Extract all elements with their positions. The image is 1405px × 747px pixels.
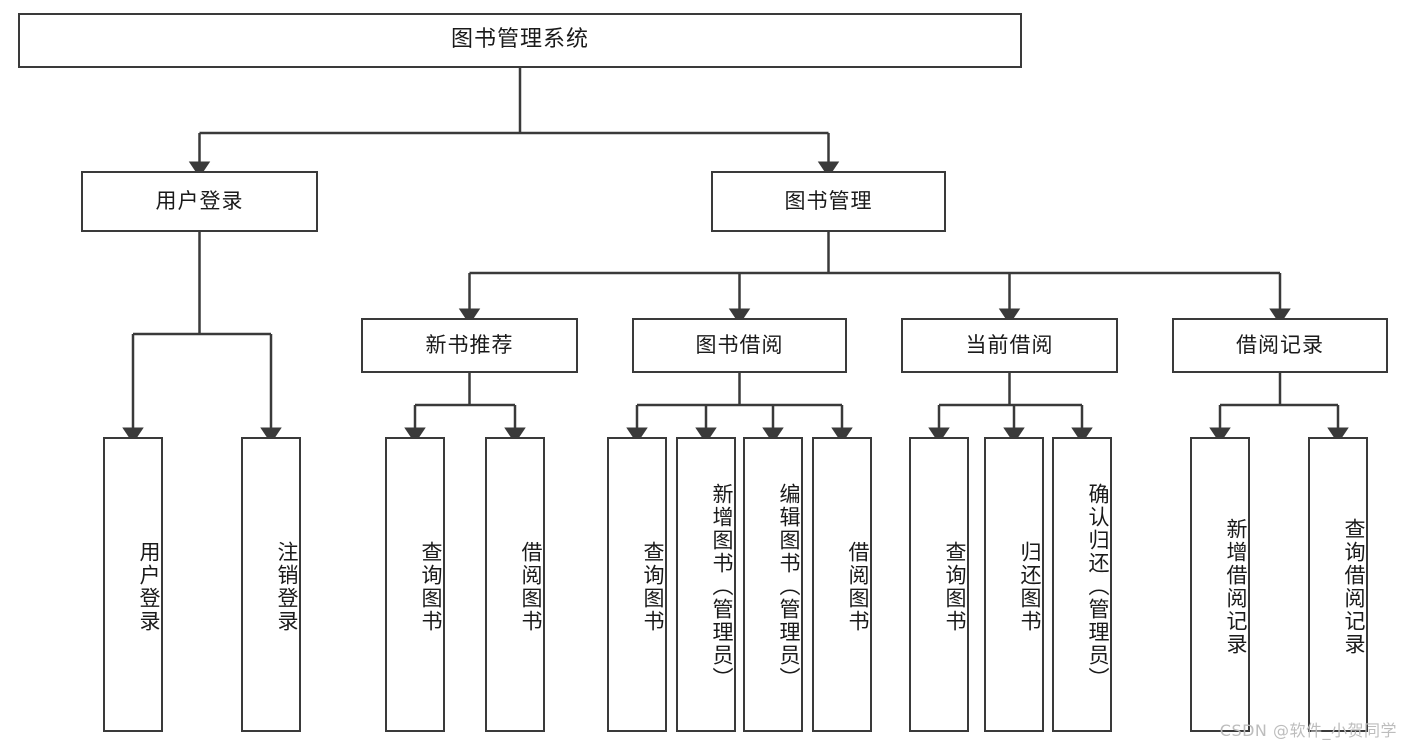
node-leaf-query-book-1: 查询图书: [385, 437, 445, 732]
node-label: 新增图书（管理员）: [710, 483, 734, 690]
node-user-login: 用户登录: [81, 171, 318, 232]
node-label: 查询图书: [943, 540, 967, 633]
node-root: 图书管理系统: [18, 13, 1022, 68]
node-book-manage: 图书管理: [711, 171, 946, 232]
node-borrow-record: 借阅记录: [1172, 318, 1388, 373]
node-label: 归还图书: [1018, 540, 1042, 633]
node-leaf-confirm-return: 确认归还（管理员）: [1052, 437, 1112, 732]
csdn-watermark: CSDN @软件_小贺同学: [1219, 721, 1397, 740]
node-label: 借阅图书: [519, 540, 543, 633]
node-label: 借阅记录: [1236, 332, 1324, 357]
node-leaf-add-book: 新增图书（管理员）: [676, 437, 736, 732]
node-label: 查询图书: [641, 540, 665, 633]
node-leaf-query-book-2: 查询图书: [607, 437, 667, 732]
node-label: 确认归还（管理员）: [1086, 483, 1110, 690]
node-leaf-query-record: 查询借阅记录: [1308, 437, 1368, 732]
node-label: 用户登录: [155, 188, 244, 213]
node-leaf-return-book: 归还图书: [984, 437, 1044, 732]
node-leaf-query-book-3: 查询图书: [909, 437, 969, 732]
node-leaf-borrow-book-2: 借阅图书: [812, 437, 872, 732]
node-label: 图书借阅: [695, 332, 784, 357]
node-label: 用户登录: [137, 540, 161, 633]
node-label: 新书推荐: [425, 332, 514, 357]
node-leaf-borrow-book-1: 借阅图书: [485, 437, 545, 732]
node-label: 图书管理系统: [450, 27, 589, 53]
node-label: 借阅图书: [846, 540, 870, 633]
node-book-borrow: 图书借阅: [632, 318, 847, 373]
node-label: 当前借阅: [965, 332, 1054, 357]
node-leaf-user-logout: 注销登录: [241, 437, 301, 732]
node-label: 编辑图书（管理员）: [777, 483, 801, 690]
node-label: 注销登录: [275, 540, 299, 633]
node-label: 图书管理: [784, 188, 873, 213]
node-label: 查询借阅记录: [1342, 517, 1366, 656]
node-new-book-rec: 新书推荐: [361, 318, 578, 373]
node-current-borrow: 当前借阅: [901, 318, 1118, 373]
node-label: 新增借阅记录: [1224, 517, 1248, 656]
node-leaf-user-login: 用户登录: [103, 437, 163, 732]
node-label: 查询图书: [419, 540, 443, 633]
node-leaf-add-record: 新增借阅记录: [1190, 437, 1250, 732]
node-leaf-edit-book: 编辑图书（管理员）: [743, 437, 803, 732]
